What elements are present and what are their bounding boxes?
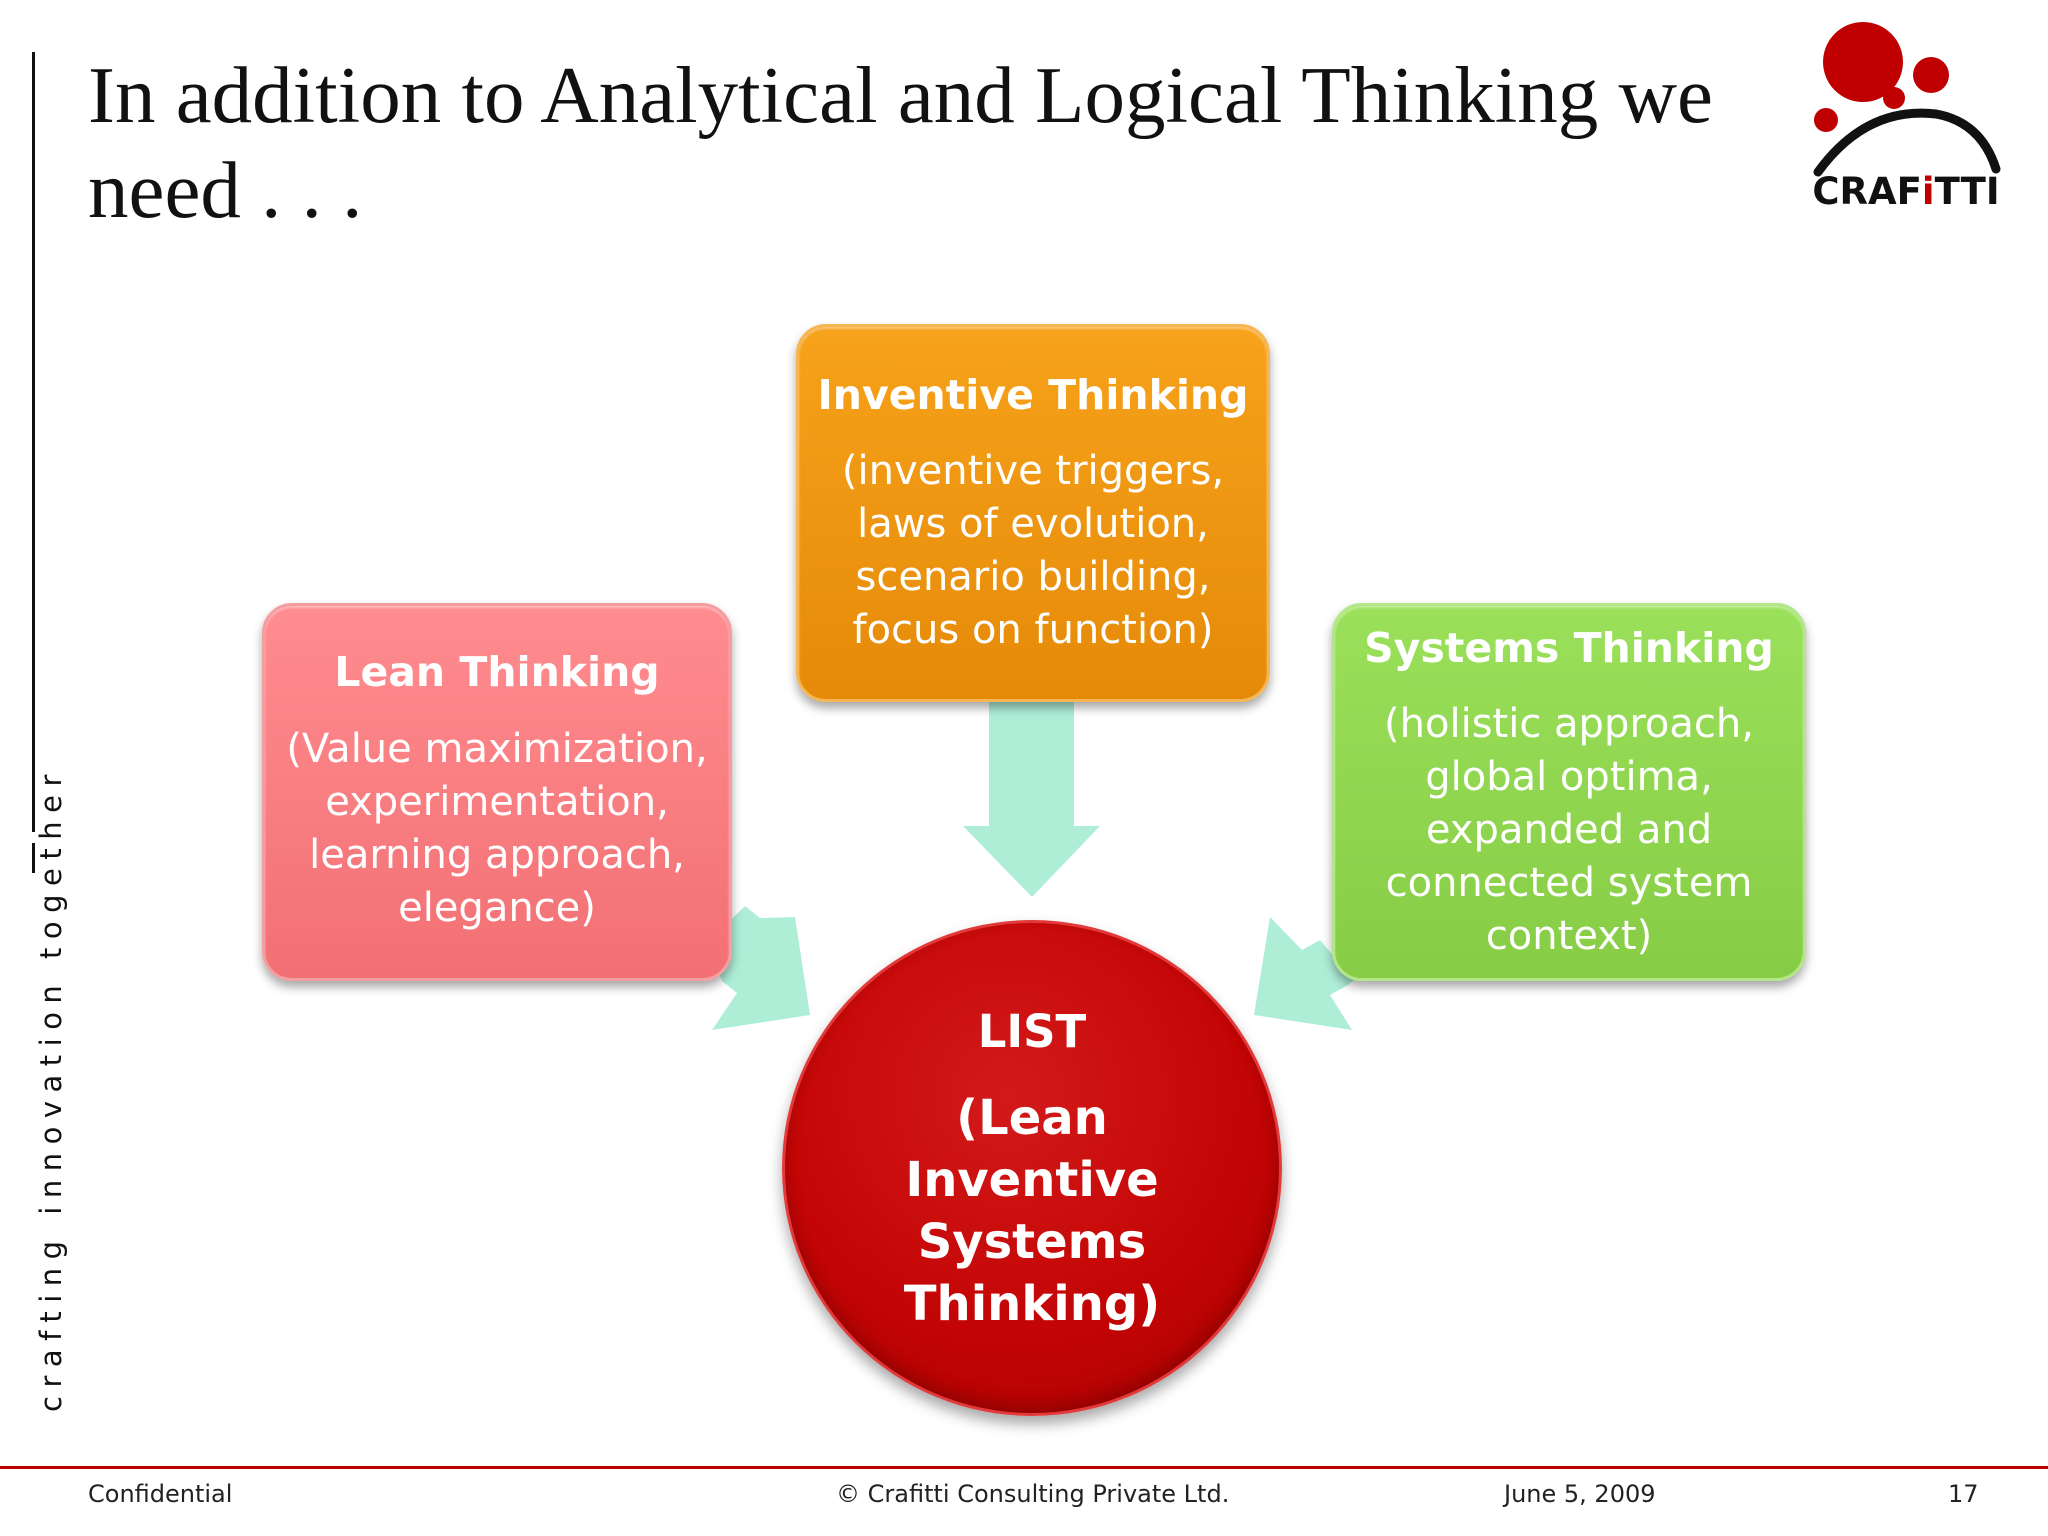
inventive-thinking-description: (inventive triggers, laws of evolution, … bbox=[841, 448, 1225, 653]
arrow-lean-to-center bbox=[707, 906, 810, 1030]
logo-text-accent: i bbox=[1921, 170, 1935, 213]
footer-copyright: © Crafitti Consulting Private Ltd. bbox=[836, 1480, 1230, 1508]
footer-confidential: Confidential bbox=[88, 1480, 233, 1508]
footer-page-number: 17 bbox=[1948, 1480, 1979, 1508]
inventive-thinking-box: Inventive Thinking (inventive triggers, … bbox=[796, 324, 1270, 702]
logo-text-after: TTI bbox=[1934, 170, 2000, 213]
lean-thinking-title: Lean Thinking bbox=[334, 648, 660, 696]
footer-date: June 5, 2009 bbox=[1504, 1480, 1656, 1508]
logo-wordmark: CRAFiTTI bbox=[1806, 170, 2006, 213]
logo-dot-small bbox=[1883, 87, 1905, 109]
inventive-thinking-title: Inventive Thinking bbox=[817, 371, 1249, 419]
logo-arc bbox=[1813, 108, 2001, 177]
lean-thinking-box: Lean Thinking (Value maximization, exper… bbox=[262, 603, 732, 981]
list-subtitle: (Lean Inventive Systems Thinking) bbox=[903, 1090, 1161, 1332]
logo-dot-large bbox=[1823, 22, 1903, 102]
logo-dot-left bbox=[1814, 108, 1838, 132]
logo-dot-medium bbox=[1913, 57, 1949, 93]
lean-thinking-description: (Value maximization, experimentation, le… bbox=[286, 726, 708, 931]
logo-text-before: CRAF bbox=[1812, 170, 1922, 213]
list-title: LIST bbox=[977, 1005, 1087, 1058]
left-vertical-rule bbox=[32, 52, 35, 832]
crafitti-logo bbox=[1813, 22, 2001, 177]
footer-rule bbox=[0, 1466, 2048, 1469]
list-circle: LIST (Lean Inventive Systems Thinking) bbox=[782, 920, 1282, 1416]
arrow-inventive-to-center bbox=[963, 700, 1100, 897]
systems-thinking-box: Systems Thinking (holistic approach, glo… bbox=[1332, 603, 1806, 981]
tagline-dash bbox=[32, 843, 35, 873]
slide-title: In addition to Analytical and Logical Th… bbox=[88, 50, 1713, 235]
systems-thinking-description: (holistic approach, global optima, expan… bbox=[1384, 701, 1754, 959]
systems-thinking-title: Systems Thinking bbox=[1364, 624, 1774, 672]
arrow-systems-to-center bbox=[1254, 917, 1354, 1030]
